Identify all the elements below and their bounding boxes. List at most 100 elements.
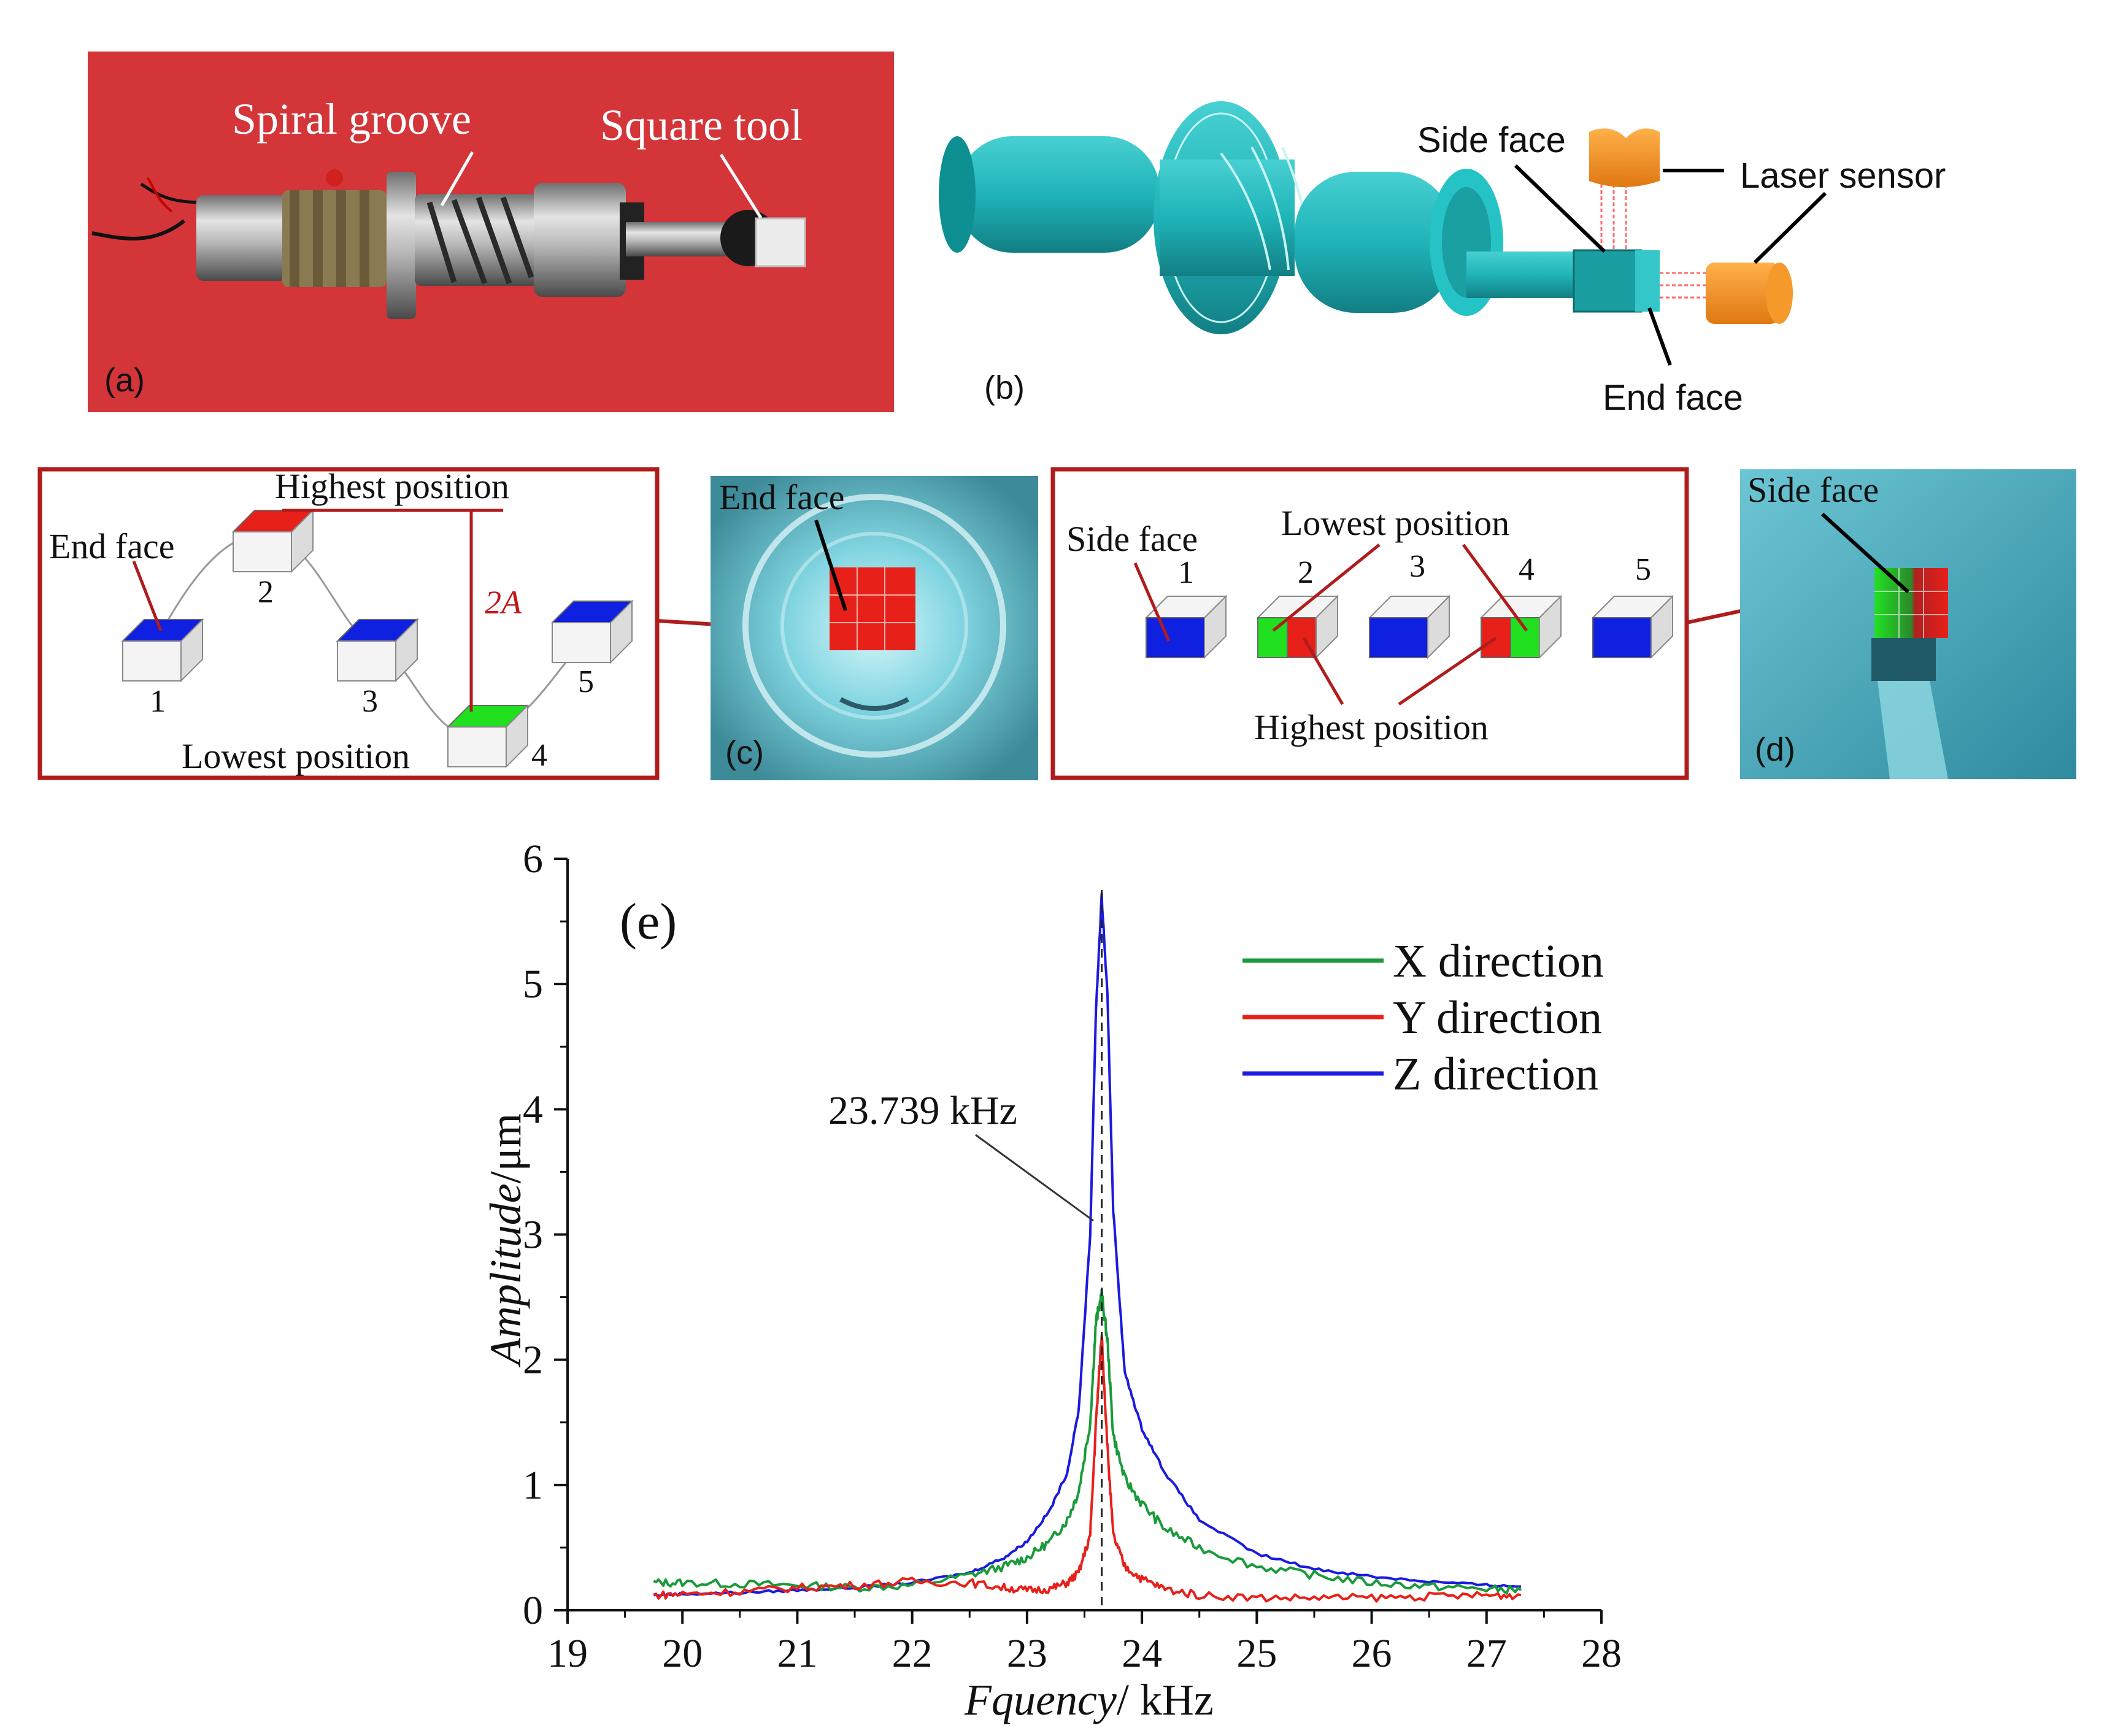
side-face-leader bbox=[1514, 164, 1606, 253]
model-shank bbox=[1466, 252, 1583, 298]
panel-c-diagram: Highest position End face 2A Lowest posi… bbox=[37, 466, 835, 780]
chart-series-group bbox=[653, 890, 1522, 1610]
nodal-sleeve bbox=[534, 183, 626, 297]
x-tick-label: 26 bbox=[1352, 1631, 1392, 1676]
panel-c-photo: End face (c) bbox=[711, 476, 1038, 780]
peak-annotation: 23.739 kHz bbox=[828, 1088, 1017, 1133]
square-tool-tip bbox=[755, 217, 806, 267]
panel-b: Side face Laser sensor End face (b) bbox=[939, 101, 1946, 418]
transducer-back bbox=[196, 195, 288, 281]
cube-3 bbox=[336, 618, 419, 683]
y-tick-label: 3 bbox=[523, 1213, 543, 1258]
x-tick-label: 22 bbox=[892, 1631, 933, 1676]
x-tick-label: 23 bbox=[1007, 1631, 1047, 1676]
highest-position-label-c: Highest position bbox=[275, 466, 509, 506]
x-tick-label: 27 bbox=[1466, 1631, 1507, 1676]
spiral-groove-leader bbox=[440, 151, 474, 207]
annotation-leader bbox=[975, 1134, 1094, 1222]
side-cube-5 bbox=[1591, 594, 1674, 659]
model-square-tool bbox=[1573, 249, 1643, 313]
x-axis-label-italic: Fquency bbox=[964, 1675, 1117, 1724]
cable bbox=[91, 219, 185, 240]
spiral-groove-label: Spiral groove bbox=[232, 94, 471, 144]
side-cube-4 bbox=[1479, 594, 1563, 659]
panel-b-label: (b) bbox=[984, 369, 1025, 406]
laser-sensor-label: Laser sensor bbox=[1740, 156, 1946, 196]
y-axis-label-italic: Amplitude bbox=[481, 1183, 530, 1367]
cube-number-3: 3 bbox=[362, 684, 378, 719]
top-laser-sensor bbox=[1589, 128, 1660, 187]
y-tick-label: 2 bbox=[523, 1338, 543, 1383]
x-tick-label: 19 bbox=[547, 1631, 588, 1676]
highest-pointer-right bbox=[1398, 636, 1497, 706]
y-tick-label: 6 bbox=[523, 837, 543, 881]
y-tick-label: 1 bbox=[523, 1463, 543, 1508]
side-cube-1 bbox=[1144, 594, 1228, 659]
cube-2 bbox=[231, 509, 315, 574]
side-laser-sensor bbox=[1706, 263, 1779, 324]
y-tick-label: 5 bbox=[523, 962, 543, 1007]
model-rear-cylinder bbox=[957, 136, 1160, 253]
cube-number-2: 2 bbox=[258, 575, 274, 610]
cube-number-1: 1 bbox=[150, 684, 166, 719]
panel-a-label: (a) bbox=[104, 362, 145, 399]
lowest-pointer-right bbox=[1462, 543, 1528, 632]
cube-1 bbox=[121, 618, 204, 683]
x-tick-label: 24 bbox=[1122, 1631, 1162, 1676]
side-cube-number-5: 5 bbox=[1635, 552, 1651, 587]
legend-label: Y direction bbox=[1393, 992, 1602, 1043]
panel-d-diagram: Side face Lowest position Highest positi… bbox=[1050, 467, 1878, 780]
side-face-label-d: Side face bbox=[1066, 519, 1198, 559]
model-front-body bbox=[1295, 172, 1454, 313]
panel-d-photo: Side face (d) bbox=[1740, 469, 2076, 779]
end-face-label-c: End face bbox=[49, 526, 174, 566]
flange bbox=[387, 172, 416, 319]
x-axis-label-unit: / kHz bbox=[1117, 1675, 1214, 1724]
side-face-pointer-d bbox=[1133, 563, 1171, 642]
series-line-z-direction bbox=[653, 892, 1521, 1597]
end-face-leader bbox=[1647, 307, 1672, 366]
laser-sensor-leader-side bbox=[1753, 191, 1827, 264]
x-axis-label: Fquency/ kHz bbox=[964, 1675, 1214, 1724]
lowest-pointer-left bbox=[1272, 543, 1381, 632]
side-cube-3 bbox=[1368, 594, 1451, 659]
x-tick-label: 25 bbox=[1236, 1631, 1277, 1676]
panel-a: Spiral groove Square tool (a) bbox=[88, 52, 894, 412]
lowest-position-label-c: Lowest position bbox=[182, 736, 410, 776]
end-face-label-photo: End face bbox=[719, 477, 844, 517]
x-tick-label: 21 bbox=[777, 1631, 817, 1676]
side-face-label: Side face bbox=[1417, 120, 1566, 160]
y-tick-label: 0 bbox=[523, 1588, 543, 1633]
side-face-pointer-photo bbox=[1820, 512, 1910, 594]
panel-d-label: (d) bbox=[1755, 731, 1795, 768]
cube-5 bbox=[550, 599, 634, 664]
side-cube-number-3: 3 bbox=[1409, 549, 1425, 584]
amplitude-2a-label: 2A bbox=[485, 584, 522, 621]
cube-number-5: 5 bbox=[578, 664, 594, 699]
end-face-red-square bbox=[830, 567, 915, 650]
side-face-gradient-square bbox=[1874, 568, 1948, 638]
square-tool-leader bbox=[719, 153, 763, 219]
cube-4 bbox=[446, 704, 530, 769]
y-tick-label: 4 bbox=[523, 1087, 543, 1132]
panel-c-label: (c) bbox=[725, 734, 764, 771]
side-cube-2 bbox=[1256, 594, 1339, 659]
square-tool-label: Square tool bbox=[600, 101, 803, 150]
highest-pointer-left bbox=[1302, 637, 1344, 705]
series-line-x-direction bbox=[653, 1288, 1522, 1595]
x-tick-label: 20 bbox=[662, 1631, 703, 1676]
panel-e-label: (e) bbox=[620, 893, 677, 950]
cube-number-4: 4 bbox=[531, 738, 547, 773]
y-axis-label: Amplitude/μm bbox=[481, 1113, 530, 1368]
end-face-pointer-photo bbox=[814, 520, 847, 611]
legend-label: Z direction bbox=[1393, 1048, 1599, 1100]
legend-label: X direction bbox=[1393, 935, 1604, 987]
highest-position-label-d: Highest position bbox=[1254, 707, 1489, 747]
end-face-pointer-c bbox=[132, 561, 163, 631]
end-face-label-b: End face bbox=[1603, 378, 1743, 418]
y-axis-label-unit: /μm bbox=[481, 1113, 530, 1184]
